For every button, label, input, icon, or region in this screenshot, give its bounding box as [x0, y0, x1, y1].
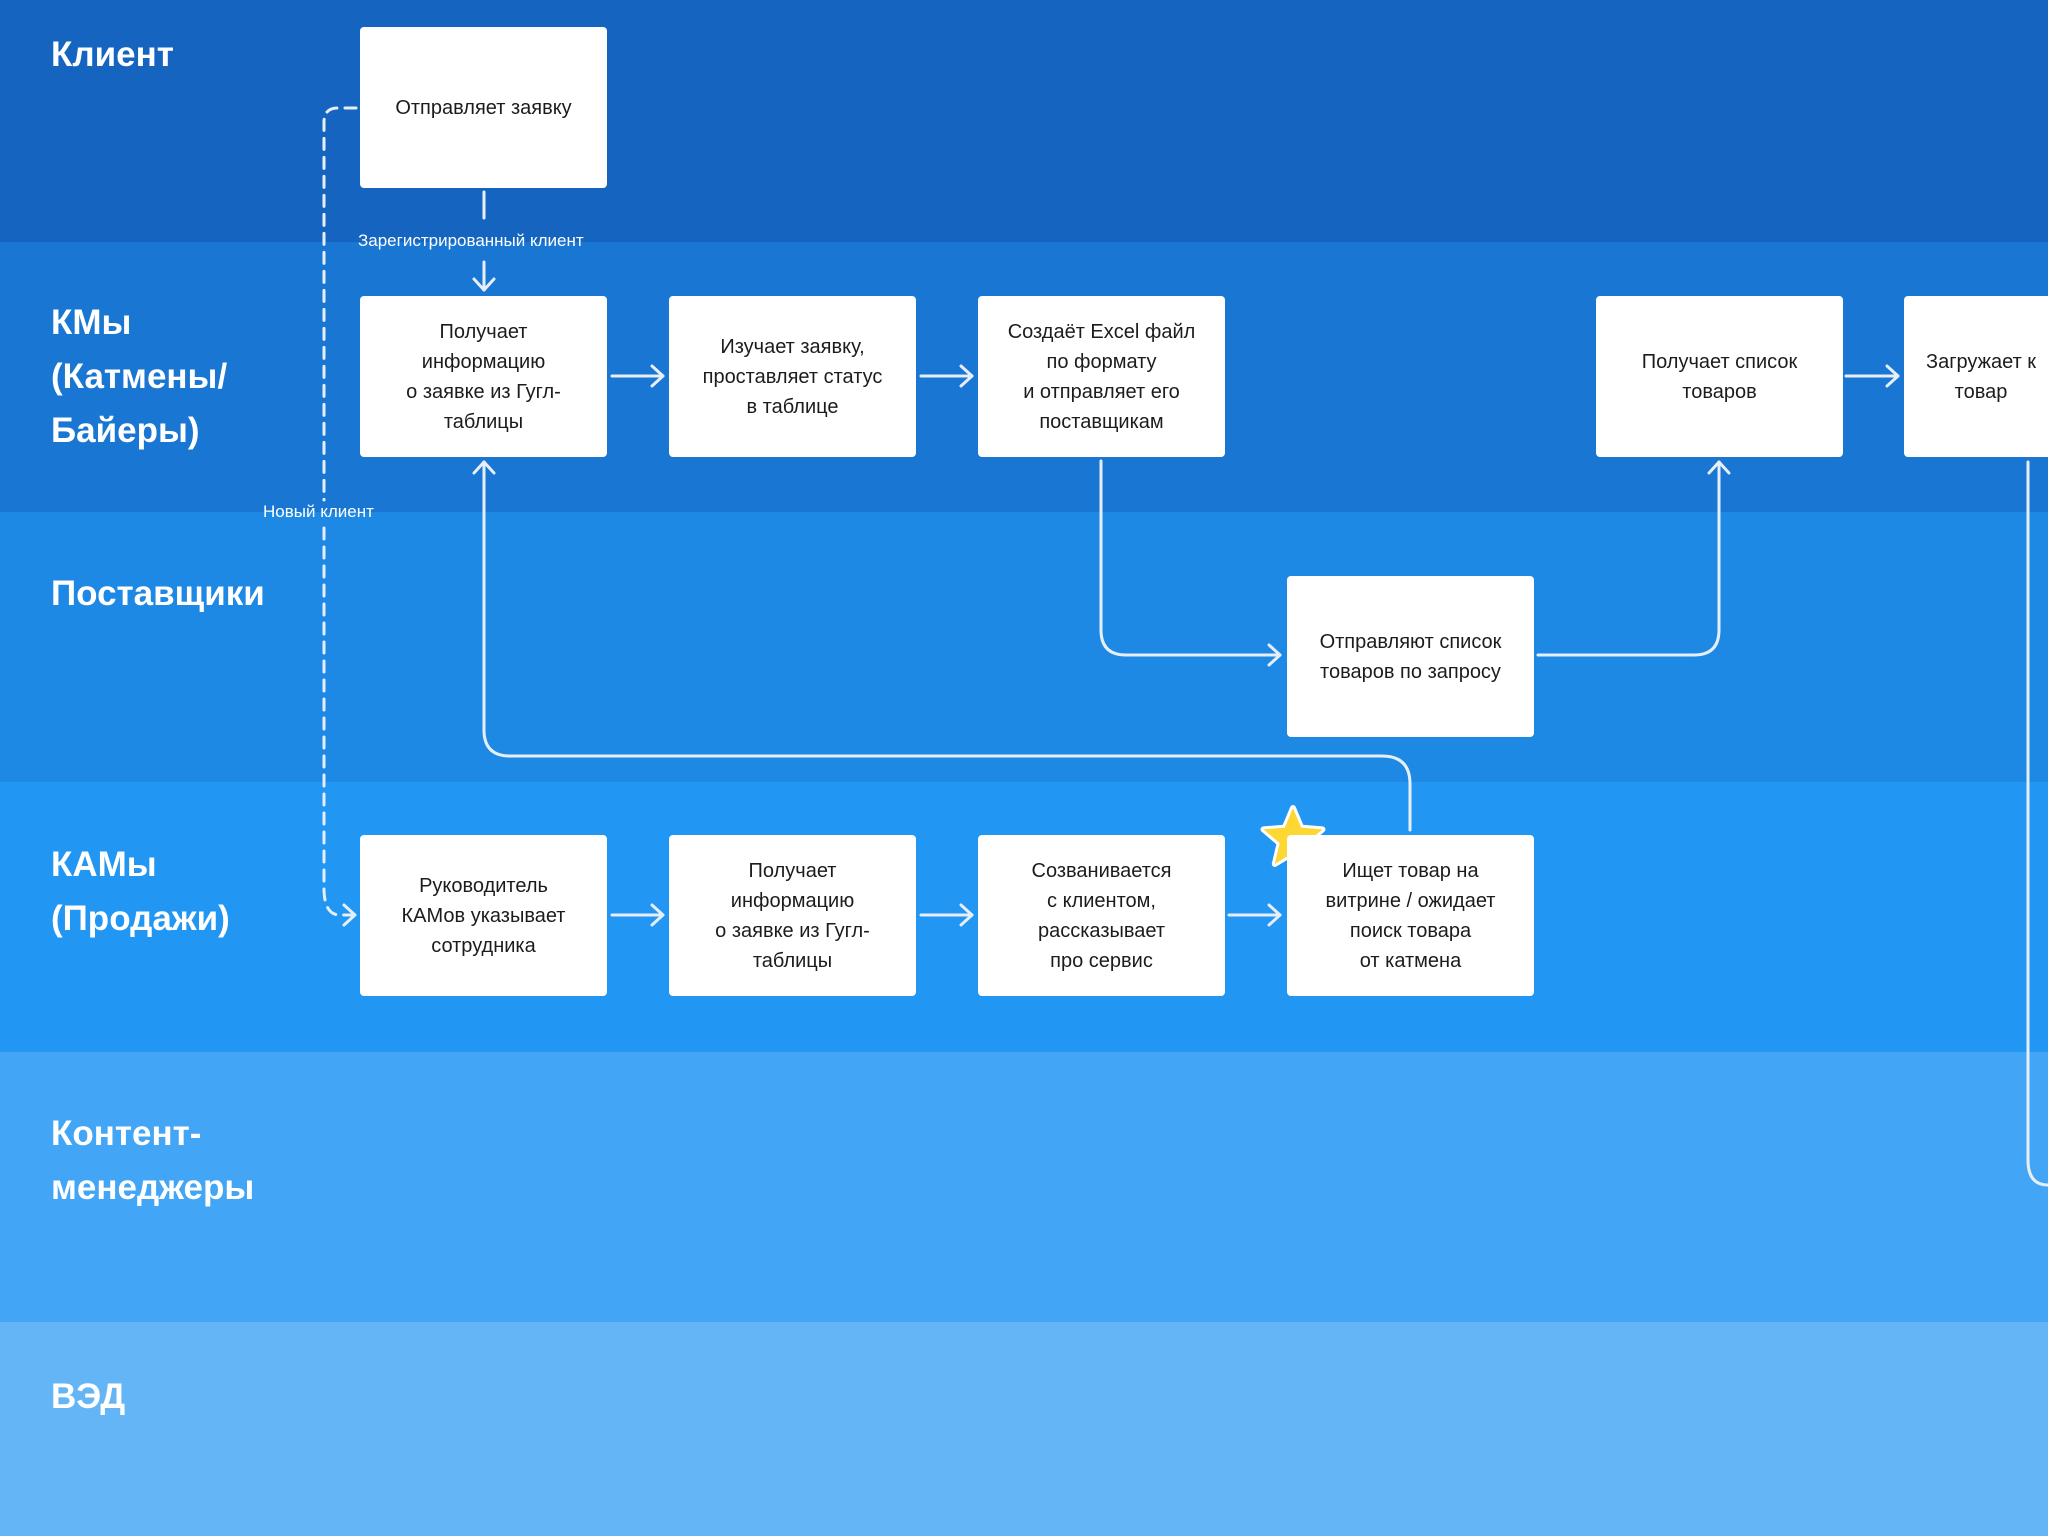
lane-title: Поставщики: [51, 574, 265, 613]
node-label: Отправляют список товаров по запросу: [1319, 630, 1502, 683]
node-kam-searches[interactable]: Ищет товар на витрине / ожидает поиск то…: [1287, 835, 1534, 996]
arrowhead: [1267, 643, 1282, 667]
lane-title: КАМы (Продажи): [51, 845, 230, 938]
arrowhead: [650, 903, 665, 927]
node-label: Изучает заявку, проставляет статус в таб…: [702, 335, 883, 418]
arrowhead: [472, 277, 496, 292]
node-label: Отправляет заявку: [395, 96, 572, 119]
lane-title: Контент- менеджеры: [51, 1114, 255, 1207]
node-km-creates-excel[interactable]: Создаёт Excel файл по формату и отправля…: [978, 296, 1225, 457]
arrowhead: [472, 460, 496, 475]
node-label: Получает информацию о заявке из Гугл- та…: [406, 320, 561, 433]
node-label: Загружает к товар: [1926, 350, 2037, 403]
lane-content-managers: Контент- менеджеры: [0, 1052, 2048, 1322]
lane-ved: ВЭД: [0, 1322, 2048, 1536]
node-km-studies[interactable]: Изучает заявку, проставляет статус в таб…: [669, 296, 916, 457]
node-label: Созванивается с клиентом, рассказывает п…: [1031, 859, 1172, 972]
node-label: Получает список товаров: [1641, 350, 1798, 403]
arrowhead: [959, 364, 974, 388]
lane-title: КМы (Катмены/ Байеры): [51, 303, 228, 450]
node-label: Создаёт Excel файл по формату и отправля…: [1007, 320, 1196, 433]
lane-title: Клиент: [51, 35, 174, 74]
edge-km3-suppliers: [1099, 459, 1282, 657]
edge-km5-content: [2026, 460, 2048, 1187]
node-kam-calls[interactable]: Созванивается с клиентом, рассказывает п…: [978, 835, 1225, 996]
node-suppliers-send[interactable]: Отправляют список товаров по запросу: [1287, 576, 1534, 737]
lane-client: Клиент: [0, 0, 2048, 242]
edge-new-client: [322, 106, 358, 917]
arrowhead: [1267, 903, 1282, 927]
edge-suppliers-km4: [1536, 460, 1721, 657]
arrowhead: [342, 903, 357, 927]
lane-suppliers: Поставщики: [0, 512, 2048, 782]
node-km-gets-list[interactable]: Получает список товаров: [1596, 296, 1843, 457]
edge-label-new-client: Новый клиент: [263, 502, 374, 521]
node-km-receives-info[interactable]: Получает информацию о заявке из Гугл- та…: [360, 296, 607, 457]
node-send-request[interactable]: Отправляет заявку: [360, 27, 607, 188]
edge-label-registered-client: Зарегистрированный клиент: [358, 231, 584, 250]
arrowhead: [1885, 364, 1900, 388]
node-label: Руководитель КАМов указывает сотрудника: [401, 874, 566, 957]
arrowhead: [1707, 460, 1731, 475]
node-label: Ищет товар на витрине / ожидает поиск то…: [1325, 859, 1496, 972]
arrowhead: [650, 364, 665, 388]
node-label: Получает информацию о заявке из Гугл- та…: [715, 859, 870, 972]
lane-title: ВЭД: [51, 1377, 126, 1416]
edge-kam4-km1: [482, 460, 1412, 832]
node-kam-receives-info[interactable]: Получает информацию о заявке из Гугл- та…: [669, 835, 916, 996]
arrowhead: [959, 903, 974, 927]
node-kam-head[interactable]: Руководитель КАМов указывает сотрудника: [360, 835, 607, 996]
node-km-uploads[interactable]: Загружает к товар: [1904, 296, 2048, 457]
